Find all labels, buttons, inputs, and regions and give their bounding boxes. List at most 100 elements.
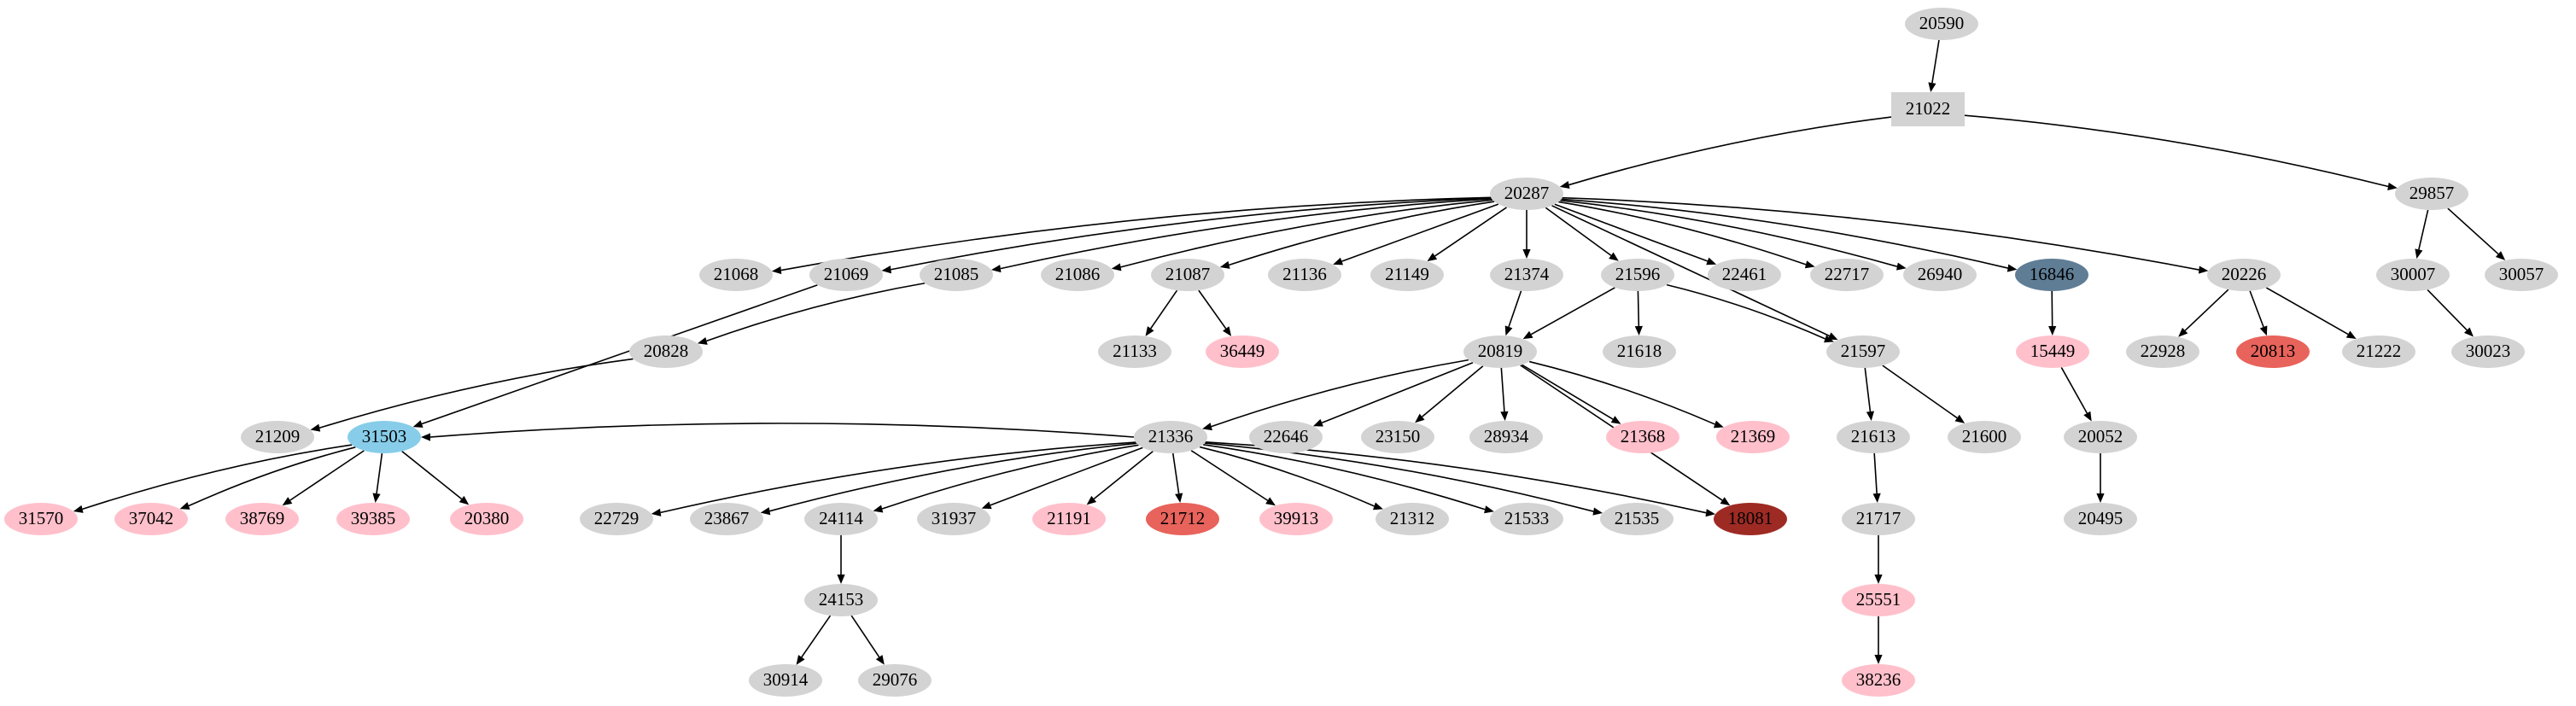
node-ellipse-shape[interactable] xyxy=(1268,259,1341,291)
node-ellipse-shape[interactable] xyxy=(2342,335,2415,368)
graph-node[interactable]: 21597 xyxy=(1826,335,1900,368)
node-ellipse-shape[interactable] xyxy=(2485,259,2558,291)
node-ellipse-shape[interactable] xyxy=(1826,335,1900,368)
node-ellipse-shape[interactable] xyxy=(225,503,299,535)
node-ellipse-shape[interactable] xyxy=(1905,8,1978,40)
graph-node[interactable]: 31503 xyxy=(348,421,421,453)
node-ellipse-shape[interactable] xyxy=(4,503,78,535)
graph-node[interactable]: 15449 xyxy=(2016,335,2089,368)
graph-node[interactable]: 16846 xyxy=(2015,259,2088,291)
graph-node[interactable]: 39913 xyxy=(1259,503,1333,535)
node-ellipse-shape[interactable] xyxy=(450,503,523,535)
graph-node[interactable]: 26940 xyxy=(1903,259,1977,291)
node-ellipse-shape[interactable] xyxy=(1469,421,1543,453)
node-ellipse-shape[interactable] xyxy=(1490,503,1563,535)
graph-node[interactable]: 24153 xyxy=(804,584,878,616)
graph-node[interactable]: 21533 xyxy=(1490,503,1563,535)
graph-node[interactable]: 22646 xyxy=(1249,421,1323,453)
node-ellipse-shape[interactable] xyxy=(2015,259,2088,291)
node-ellipse-shape[interactable] xyxy=(1259,503,1333,535)
graph-node[interactable]: 28934 xyxy=(1469,421,1543,453)
graph-node[interactable]: 21136 xyxy=(1268,259,1341,291)
graph-node[interactable]: 21133 xyxy=(1098,335,1171,368)
graph-node[interactable]: 22717 xyxy=(1810,259,1884,291)
graph-node[interactable]: 20819 xyxy=(1463,335,1537,368)
node-ellipse-shape[interactable] xyxy=(1376,503,1449,535)
node-ellipse-shape[interactable] xyxy=(1151,259,1224,291)
graph-node[interactable]: 21374 xyxy=(1490,259,1563,291)
graph-node[interactable]: 31570 xyxy=(4,503,78,535)
node-ellipse-shape[interactable] xyxy=(1842,664,1915,697)
node-ellipse-shape[interactable] xyxy=(1810,259,1884,291)
node-ellipse-shape[interactable] xyxy=(114,503,188,535)
node-ellipse-shape[interactable] xyxy=(1948,421,2021,453)
node-ellipse-shape[interactable] xyxy=(336,503,410,535)
graph-node[interactable]: 21191 xyxy=(1032,503,1106,535)
node-ellipse-shape[interactable] xyxy=(1249,421,1323,453)
node-ellipse-shape[interactable] xyxy=(2064,503,2137,535)
graph-node[interactable]: 21613 xyxy=(1837,421,1910,453)
graph-node[interactable]: 20052 xyxy=(2064,421,2137,453)
graph-node[interactable]: 21368 xyxy=(1606,421,1679,453)
graph-node[interactable]: 29857 xyxy=(2395,178,2468,210)
graph-node[interactable]: 21222 xyxy=(2342,335,2415,368)
node-ellipse-shape[interactable] xyxy=(1708,259,1781,291)
graph-node[interactable]: 36449 xyxy=(1206,335,1279,368)
graph-node[interactable]: 21336 xyxy=(1134,421,1207,453)
node-ellipse-shape[interactable] xyxy=(2376,259,2450,291)
node-ellipse-shape[interactable] xyxy=(1041,259,1114,291)
graph-node[interactable]: 21618 xyxy=(1603,335,1676,368)
graph-node[interactable]: 21600 xyxy=(1948,421,2021,453)
graph-node[interactable]: 20590 xyxy=(1905,8,1978,40)
node-ellipse-shape[interactable] xyxy=(804,584,878,616)
node-ellipse-shape[interactable] xyxy=(1361,421,1434,453)
graph-node[interactable]: 24114 xyxy=(804,503,878,535)
graph-node[interactable]: 22729 xyxy=(580,503,653,535)
graph-node[interactable]: 20226 xyxy=(2207,259,2281,291)
graph-node[interactable]: 21312 xyxy=(1376,503,1449,535)
node-ellipse-shape[interactable] xyxy=(629,335,703,368)
graph-node[interactable]: 30023 xyxy=(2451,335,2525,368)
node-ellipse-shape[interactable] xyxy=(1600,503,1674,535)
node-ellipse-shape[interactable] xyxy=(1606,421,1679,453)
node-ellipse-shape[interactable] xyxy=(1463,335,1537,368)
node-ellipse-shape[interactable] xyxy=(1601,259,1674,291)
node-ellipse-shape[interactable] xyxy=(1370,259,1444,291)
node-ellipse-shape[interactable] xyxy=(2016,335,2089,368)
graph-node[interactable]: 31937 xyxy=(917,503,990,535)
node-ellipse-shape[interactable] xyxy=(1603,335,1676,368)
graph-node[interactable]: 30007 xyxy=(2376,259,2450,291)
graph-node[interactable]: 20813 xyxy=(2236,335,2310,368)
node-ellipse-shape[interactable] xyxy=(1490,178,1563,210)
node-ellipse-shape[interactable] xyxy=(1716,421,1790,453)
node-ellipse-shape[interactable] xyxy=(1714,503,1787,535)
graph-node[interactable]: 20828 xyxy=(629,335,703,368)
node-box-shape[interactable] xyxy=(1891,92,1965,126)
node-ellipse-shape[interactable] xyxy=(1842,503,1915,535)
graph-node[interactable]: 21022 xyxy=(1891,92,1965,126)
node-ellipse-shape[interactable] xyxy=(1206,335,1279,368)
graph-node[interactable]: 21209 xyxy=(241,421,314,453)
graph-node[interactable]: 21149 xyxy=(1370,259,1444,291)
node-ellipse-shape[interactable] xyxy=(858,664,932,697)
graph-node[interactable]: 18081 xyxy=(1714,503,1787,535)
graph-node[interactable]: 21369 xyxy=(1716,421,1790,453)
graph-node[interactable]: 22928 xyxy=(2126,335,2199,368)
graph-node[interactable]: 21712 xyxy=(1146,503,1219,535)
graph-node[interactable]: 21085 xyxy=(920,259,993,291)
graph-node[interactable]: 21535 xyxy=(1600,503,1674,535)
node-ellipse-shape[interactable] xyxy=(920,259,993,291)
graph-node[interactable]: 21087 xyxy=(1151,259,1224,291)
graph-node[interactable]: 39385 xyxy=(336,503,410,535)
graph-node[interactable]: 38236 xyxy=(1842,664,1915,697)
graph-node[interactable]: 22461 xyxy=(1708,259,1781,291)
graph-node[interactable]: 20380 xyxy=(450,503,523,535)
node-ellipse-shape[interactable] xyxy=(1842,584,1915,616)
graph-node[interactable]: 21069 xyxy=(809,259,883,291)
node-ellipse-shape[interactable] xyxy=(2451,335,2525,368)
node-ellipse-shape[interactable] xyxy=(1490,259,1563,291)
graph-node[interactable]: 20495 xyxy=(2064,503,2137,535)
node-ellipse-shape[interactable] xyxy=(1837,421,1910,453)
node-ellipse-shape[interactable] xyxy=(690,503,763,535)
graph-node[interactable]: 20287 xyxy=(1490,178,1563,210)
